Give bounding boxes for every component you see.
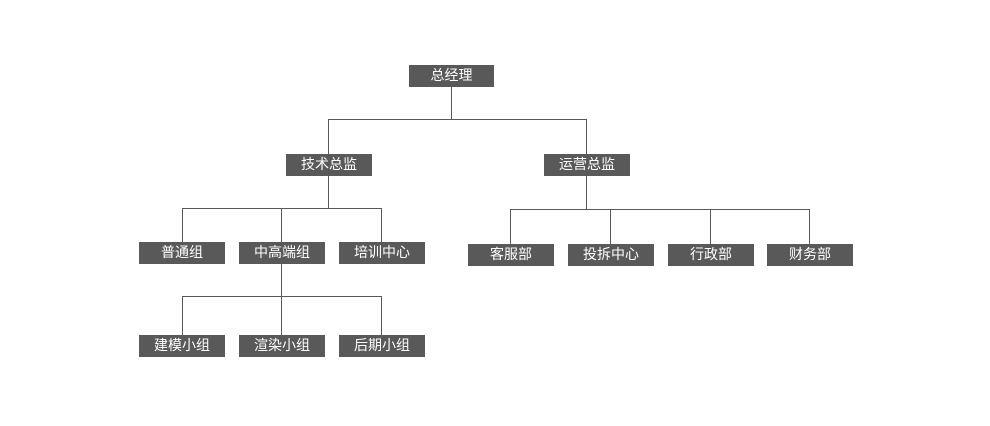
connector-line <box>586 119 587 155</box>
connector-line <box>328 119 587 120</box>
connector-line <box>809 209 810 244</box>
connector-line <box>281 264 282 297</box>
node-tech-group: 培训中心 <box>339 242 425 264</box>
connector-line <box>281 296 282 335</box>
connector-line <box>381 208 382 242</box>
node-tech-subgroup: 建模小组 <box>139 335 225 357</box>
node-tech-director: 技术总监 <box>286 154 372 176</box>
connector-line <box>510 209 511 244</box>
connector-line <box>182 208 183 242</box>
connector-line <box>182 208 382 209</box>
connector-line <box>510 209 810 210</box>
connector-line <box>182 296 183 335</box>
connector-line <box>281 208 282 242</box>
connector-line <box>610 209 611 244</box>
connector-line <box>586 176 587 210</box>
node-tech-group: 中高端组 <box>239 242 325 264</box>
connector-line <box>182 296 382 297</box>
connector-line <box>451 87 452 120</box>
connector-line <box>328 119 329 155</box>
node-tech-subgroup: 渲染小组 <box>239 335 325 357</box>
connector-line <box>381 296 382 335</box>
connector-line <box>328 176 329 209</box>
node-ops-department: 客服部 <box>468 244 554 266</box>
node-tech-group: 普通组 <box>139 242 225 264</box>
connector-line <box>710 209 711 244</box>
node-ops-department: 财务部 <box>767 244 853 266</box>
node-tech-subgroup: 后期小组 <box>339 335 425 357</box>
node-ops-department: 投拆中心 <box>568 244 654 266</box>
node-general-manager: 总经理 <box>409 65 494 87</box>
node-ops-department: 行政部 <box>668 244 754 266</box>
node-ops-director: 运营总监 <box>544 154 630 176</box>
